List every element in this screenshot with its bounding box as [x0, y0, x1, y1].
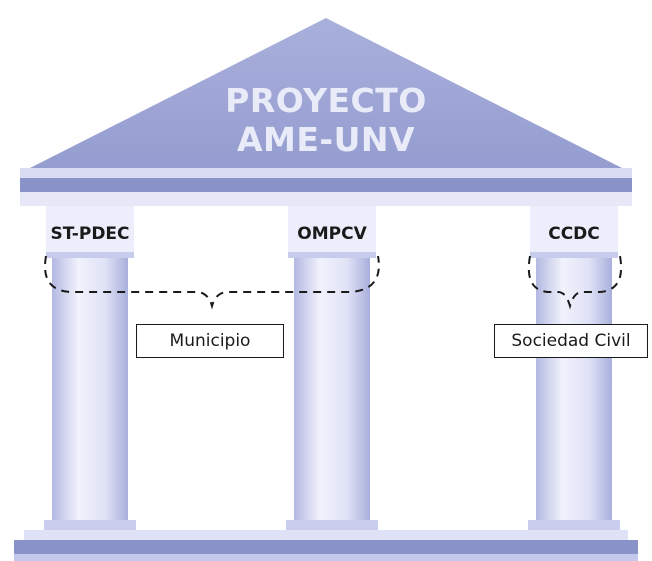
roof-title-line2: AME-UNV: [237, 120, 415, 159]
pillar-ompcv: OMPCV: [286, 206, 378, 530]
dashed-brace-sociedad-civil: [527, 255, 622, 310]
roof-pediment: [30, 18, 622, 168]
callout-sociedad-civil-label: Sociedad Civil: [511, 331, 631, 351]
pillar-ccdc: CCDC: [528, 206, 620, 530]
dashed-brace-municipio: [44, 255, 380, 310]
pillar-label: CCDC: [548, 224, 600, 244]
entablature-top: [20, 168, 632, 178]
pillar-st-pdec: ST-PDEC: [44, 206, 136, 530]
roof-title-line1: PROYECTO: [225, 81, 427, 120]
pillar-label: ST-PDEC: [50, 224, 129, 244]
base-step-bottom: [14, 554, 638, 561]
callout-sociedad-civil: Sociedad Civil: [494, 324, 648, 358]
pillar-label: OMPCV: [297, 224, 367, 244]
callout-municipio: Municipio: [136, 324, 284, 358]
callout-municipio-label: Municipio: [169, 331, 251, 351]
entablature-bottom: [20, 192, 632, 206]
base-step-band: [14, 540, 638, 554]
base-step-top: [24, 530, 628, 540]
entablature-band: [20, 178, 632, 192]
